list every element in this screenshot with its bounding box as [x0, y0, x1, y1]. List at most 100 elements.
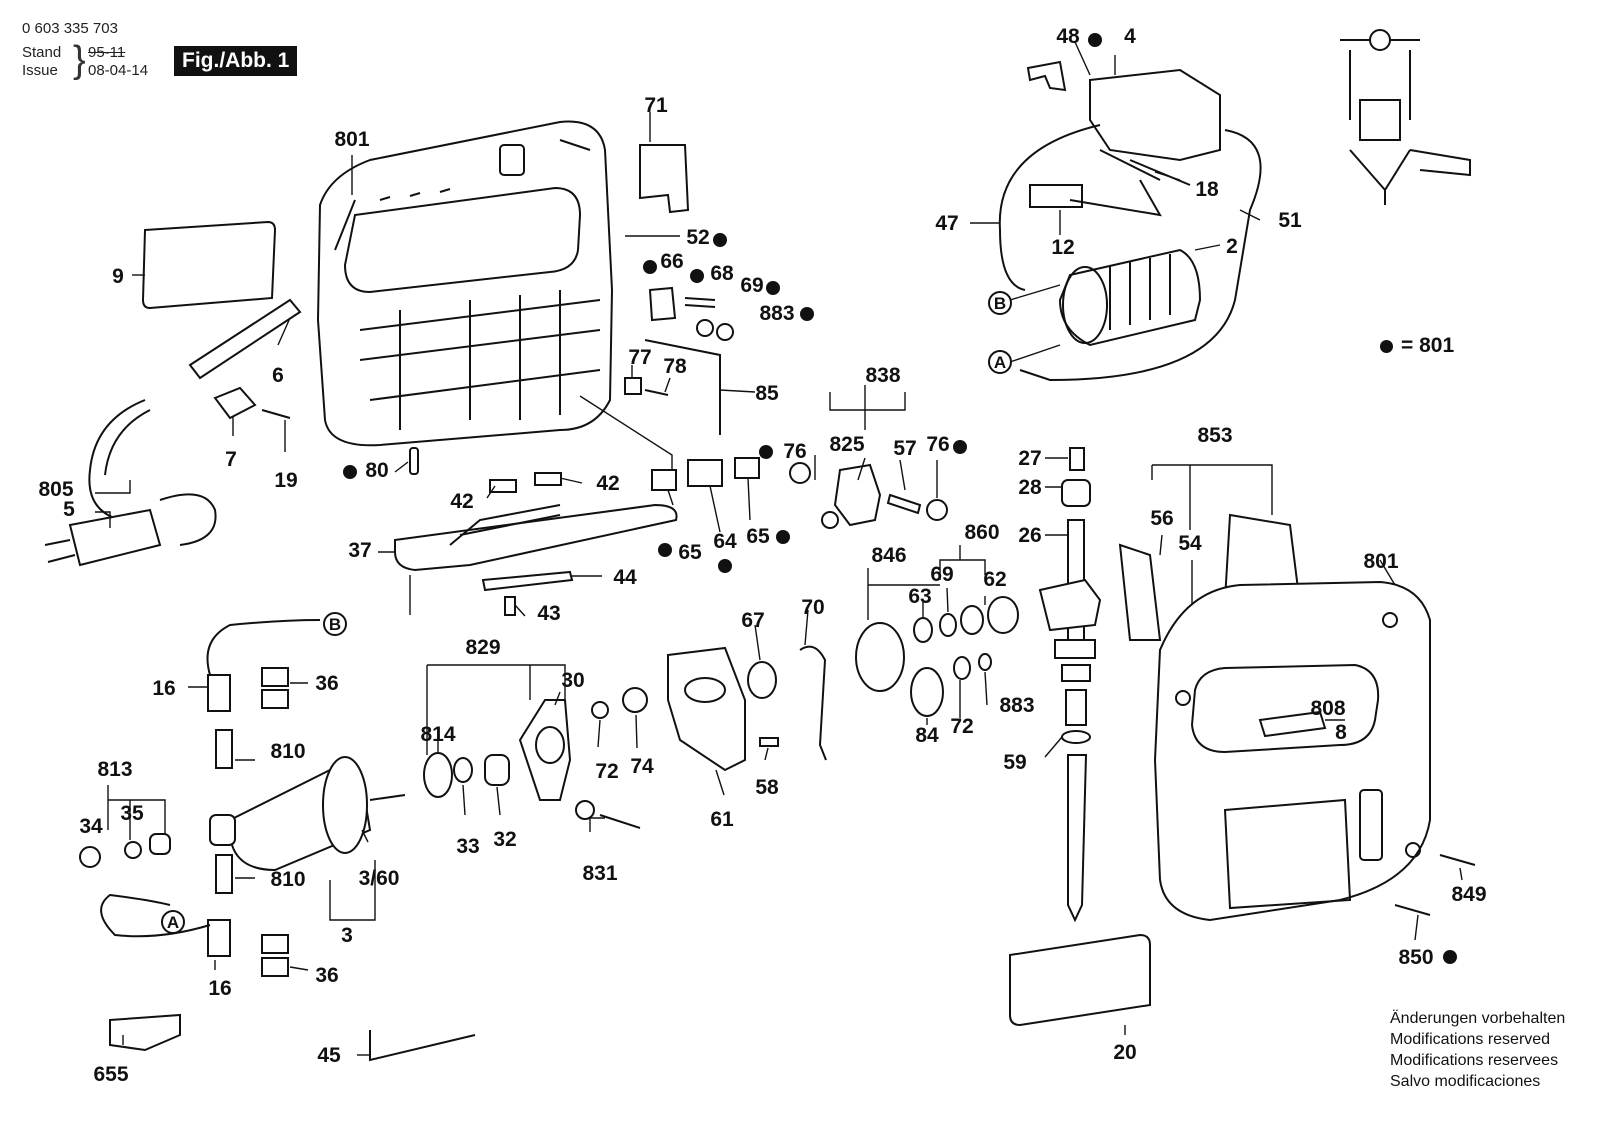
callout: 70 [801, 596, 824, 619]
screw-850 [1394, 904, 1431, 916]
callout: 66 [660, 250, 683, 273]
sleeve-32 [484, 754, 510, 786]
cable-clamp [213, 386, 257, 420]
callout: 36 [315, 964, 338, 987]
callout: 838 [865, 364, 900, 387]
wiring-schematic [1340, 29, 1471, 205]
callout: 72 [950, 715, 973, 738]
callout: 58 [755, 776, 779, 799]
header-brace: } [73, 39, 86, 81]
carbon-brush-810a [215, 729, 233, 769]
svg-text:A: A [994, 353, 1006, 372]
cable-loop [159, 493, 217, 546]
callout: 850 [1398, 946, 1433, 969]
circle-ref-a-top: A [988, 350, 1012, 374]
bearing-plate-829 [518, 687, 648, 829]
pendulum-lever-838 [789, 462, 948, 529]
callout: 810 [270, 740, 305, 763]
bracket-70 [799, 645, 827, 761]
callout: 9 [112, 265, 124, 288]
callout: 65 [746, 525, 770, 548]
saw-blade [1067, 754, 1088, 923]
callout: 831 [582, 862, 617, 885]
callout: 76 [783, 440, 806, 463]
field-coil-2 [1058, 248, 1202, 347]
cover-655 [109, 1013, 181, 1052]
callout: 62 [983, 568, 1006, 591]
plunger-26 [1038, 447, 1102, 923]
gear-assembly-846 [855, 596, 1019, 717]
wire-51 [1019, 129, 1262, 382]
callout: 30 [561, 669, 584, 692]
callout: 801 [1363, 550, 1398, 573]
marker-dots [343, 33, 1457, 964]
callout: 47 [935, 212, 958, 235]
callout: 655 [93, 1063, 128, 1086]
plate-64 [687, 459, 723, 487]
pin-58 [759, 737, 779, 747]
callout: 16 [208, 977, 231, 1000]
callout: 67 [741, 609, 764, 632]
callout: 3 [341, 924, 353, 947]
callout: 8 [1335, 721, 1347, 744]
housing-half-left [316, 120, 614, 447]
legend-text: = 801 [1401, 334, 1455, 357]
callout: 77 [628, 346, 651, 369]
callout: 805 [38, 478, 73, 501]
callout: 6 [272, 364, 284, 387]
gear-plate-61 [667, 646, 746, 772]
callout: 35 [120, 802, 144, 825]
base-plate [394, 472, 678, 616]
armature-3 [209, 756, 406, 872]
brush-holder-12 [1029, 184, 1083, 208]
carbon-brush-810b [215, 854, 233, 894]
callout: 51 [1278, 209, 1302, 232]
screw-849 [1439, 854, 1476, 866]
callout: 18 [1195, 178, 1219, 201]
callout: 853 [1197, 424, 1232, 447]
hex-key-45 [369, 1030, 476, 1062]
callout: 810 [270, 868, 305, 891]
callout: 64 [713, 530, 737, 553]
stand-label: Stand [22, 44, 62, 61]
callout: 71 [644, 94, 668, 117]
leader-lines [95, 41, 1463, 1056]
mains-plug [68, 508, 162, 567]
part-77 [624, 377, 642, 395]
note-de: Änderungen vorbehalten [1390, 1010, 1566, 1027]
brush-holder-16a [207, 674, 231, 712]
washer-35 [124, 841, 142, 859]
callout: 74 [630, 755, 654, 778]
label-71 [639, 144, 690, 214]
figure-label: Fig./Abb. 1 [174, 46, 298, 76]
screw-80 [409, 447, 419, 475]
callout: 68 [710, 262, 734, 285]
cap-36a [261, 667, 289, 687]
callout: 825 [829, 433, 864, 456]
callout: 883 [999, 694, 1034, 717]
callout: 65 [678, 541, 702, 564]
part-813 [149, 833, 171, 855]
callout: 883 [759, 302, 794, 325]
nut-34 [79, 846, 101, 868]
callout: 37 [348, 539, 371, 562]
svg-text:B: B [329, 615, 341, 634]
note-en: Modifications reserved [1390, 1031, 1551, 1048]
callout: 20 [1113, 1041, 1136, 1064]
callout: 36 [315, 672, 338, 695]
callout: 42 [596, 472, 619, 495]
callout: 829 [465, 636, 500, 659]
callout: 846 [871, 544, 906, 567]
legend: = 801 [1380, 334, 1454, 358]
cap-36b [261, 934, 289, 954]
callout: 27 [1018, 447, 1041, 470]
callout: 19 [274, 469, 297, 492]
part-callouts: 801 71 52 66 68 69 883 9 6 7 19 805 5 77… [38, 25, 1486, 1086]
marker-dot-icon [1380, 339, 1393, 353]
circle-ref-b-left: B [323, 612, 347, 636]
hex-key-85 [644, 339, 721, 435]
callout: 45 [317, 1044, 341, 1067]
modification-notes: Änderungen vorbehalten Modifications res… [1390, 1008, 1565, 1092]
